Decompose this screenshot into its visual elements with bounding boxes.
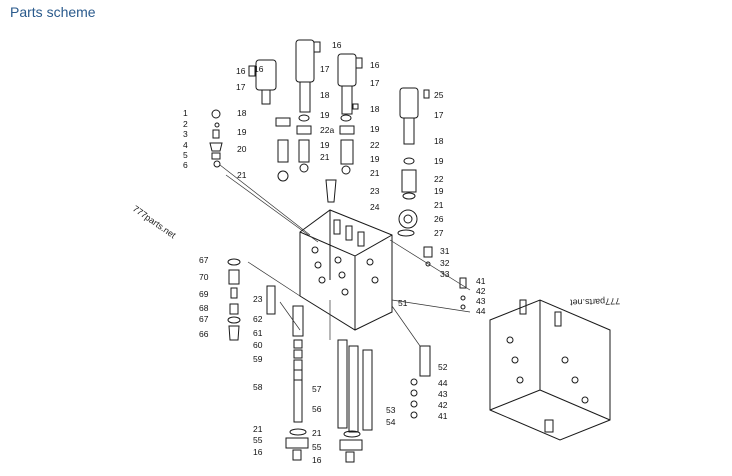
part-label: 3: [183, 129, 188, 139]
part-label: 52: [438, 362, 448, 372]
part-label: 2: [183, 119, 188, 129]
part-label: 17: [236, 82, 246, 92]
part-label: 62: [253, 314, 263, 324]
part-label: 44: [438, 378, 448, 388]
part-label: 55: [253, 435, 263, 445]
part-label: 21: [312, 428, 322, 438]
part-label: 18: [320, 90, 330, 100]
part-label: 59: [253, 354, 263, 364]
page-title: Parts scheme: [10, 4, 96, 20]
part-label: 19: [434, 156, 444, 166]
part-label: 22: [370, 140, 380, 150]
solenoid-assembly-left: [248, 59, 277, 105]
part-label: 60: [253, 340, 263, 350]
part-label: 5: [183, 150, 188, 160]
part-label: 16: [370, 60, 380, 70]
part-label: 16: [254, 64, 264, 74]
part-label: 1: [183, 108, 188, 118]
part-label: 19: [370, 124, 380, 134]
part-label: 68: [199, 303, 209, 313]
right-column-parts: [397, 87, 467, 310]
part-label: 56: [312, 404, 322, 414]
part-label: 26: [434, 214, 444, 224]
watermark: 777parts.net: [569, 296, 620, 308]
part-label: 66: [199, 329, 209, 339]
part-label: 21: [370, 168, 380, 178]
part-label: 27: [434, 228, 444, 238]
part-label: 6: [183, 160, 188, 170]
relief-valve-stack: [209, 109, 223, 168]
part-label: 23: [370, 186, 380, 196]
part-label: 32: [440, 258, 450, 268]
control-valve-body: [299, 209, 393, 331]
part-label: 31: [440, 246, 450, 256]
part-label: 20: [237, 144, 247, 154]
part-label: 18: [434, 136, 444, 146]
part-label: 22: [434, 174, 444, 184]
spool-assemblies: [285, 305, 431, 463]
part-label: 17: [434, 110, 444, 120]
part-label: 42: [438, 400, 448, 410]
part-label: 43: [438, 389, 448, 399]
part-label: 41: [438, 411, 448, 421]
part-label: 25: [434, 90, 444, 100]
part-label: 41: [476, 276, 486, 286]
part-label: 53: [386, 405, 396, 415]
part-label: 57: [312, 384, 322, 394]
part-label: 21: [253, 424, 263, 434]
part-label: 17: [320, 64, 330, 74]
part-label: 42: [476, 286, 486, 296]
part-label: 51: [398, 298, 408, 308]
part-label: 67: [199, 314, 209, 324]
part-label: 16: [236, 66, 246, 76]
watermark: 777parts.net: [131, 203, 178, 240]
leader-lines: [219, 164, 471, 347]
part-label: 21: [434, 200, 444, 210]
part-label: 23: [253, 294, 263, 304]
part-label: 19: [434, 186, 444, 196]
part-label: 16: [332, 40, 342, 50]
part-label: 4: [183, 140, 188, 150]
part-label: 70: [199, 272, 209, 282]
part-label: 19: [320, 140, 330, 150]
part-label: 69: [199, 289, 209, 299]
part-label: 54: [386, 417, 396, 427]
part-label: 21: [237, 170, 247, 180]
part-label: 44: [476, 306, 486, 316]
assembly-overview-picture: [489, 299, 611, 441]
part-label: 24: [370, 202, 380, 212]
lower-left-parts: [227, 258, 276, 341]
part-label: 18: [237, 108, 247, 118]
part-label: 22a: [320, 125, 334, 135]
part-label: 33: [440, 269, 450, 279]
part-label: 17: [370, 78, 380, 88]
part-label: 61: [253, 328, 263, 338]
part-label: 16: [312, 455, 322, 465]
part-label: 67: [199, 255, 209, 265]
part-label: 21: [320, 152, 330, 162]
part-label: 19: [370, 154, 380, 164]
part-label: 19: [320, 110, 330, 120]
middle-column-parts: [275, 39, 363, 203]
part-label: 16: [253, 447, 263, 457]
part-label: 43: [476, 296, 486, 306]
part-label: 19: [237, 127, 247, 137]
part-label: 58: [253, 382, 263, 392]
part-label: 18: [370, 104, 380, 114]
part-label: 55: [312, 442, 322, 452]
